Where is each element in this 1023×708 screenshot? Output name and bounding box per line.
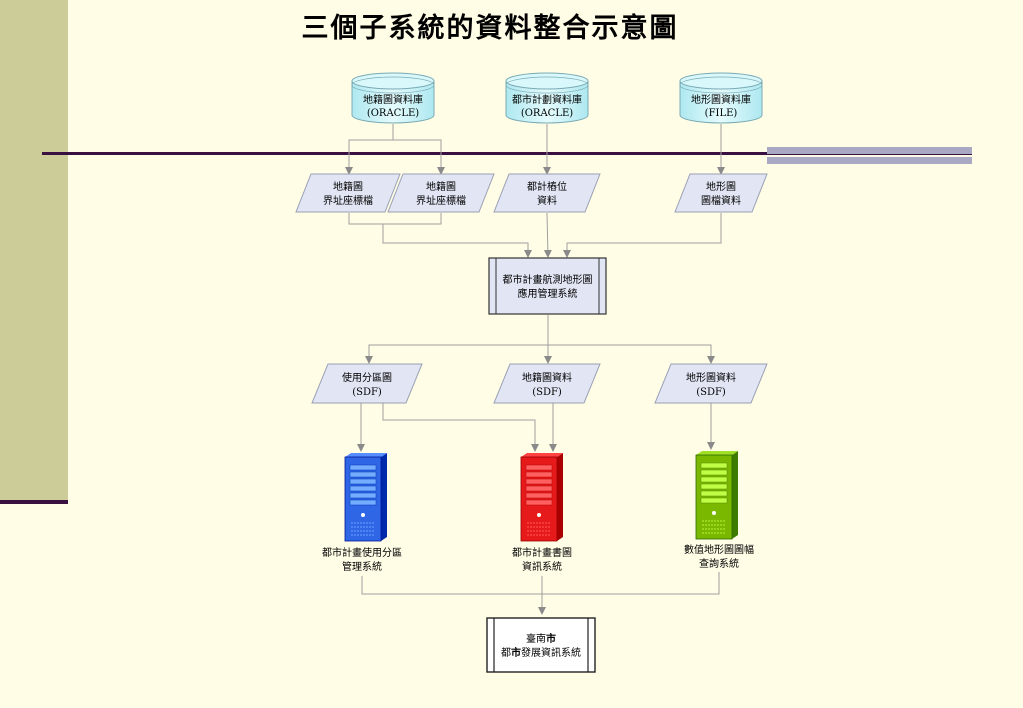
final-system-city-mark: 市 xyxy=(511,646,521,659)
connector-sdf1-to-server2 xyxy=(382,403,539,452)
data-file-sublabel: 界址座標檔 xyxy=(323,194,373,207)
data-file-parallelogram: 都計樁位 資料 xyxy=(493,173,601,213)
database-type: (ORACLE) xyxy=(367,108,419,119)
server-tower-icon xyxy=(520,453,563,542)
server-tower-icon xyxy=(695,451,738,540)
database-label: 地籍圖資料庫 xyxy=(363,93,423,106)
data-file-parallelogram: 地形圖 圖檔資料 xyxy=(674,173,768,213)
data-file-label: 地籍圖 xyxy=(426,180,456,193)
sdf-file-parallelogram: 地籍圖資料 (SDF) xyxy=(493,363,601,404)
sdf-file-label: 地形圖資料 xyxy=(686,371,736,384)
horizontal-divider xyxy=(42,152,972,155)
server-power-light xyxy=(712,511,716,515)
final-system-prefix: 都 xyxy=(501,647,511,659)
connector-db1-file2 xyxy=(393,139,445,175)
server-drive-bay xyxy=(525,492,553,499)
server-tower-icon xyxy=(344,453,387,542)
management-system-sublabel: 應用管理系統 xyxy=(518,287,578,300)
server-drive-bay xyxy=(525,471,553,478)
sdf-file-label: 使用分區圖 xyxy=(342,371,392,384)
database-label: 都市計劃資料庫 xyxy=(512,93,582,106)
server-power-light xyxy=(361,513,365,517)
data-file-sublabel: 資料 xyxy=(537,194,557,207)
connector-server1-to-final xyxy=(361,572,720,595)
database-cylinder: 地形圖資料庫 (FILE) xyxy=(679,72,763,124)
server-drive-bay xyxy=(525,499,553,506)
connector-file4-to-mgmt xyxy=(563,213,722,258)
sdf-file-format: (SDF) xyxy=(532,387,562,398)
final-system-label: 臺南市 xyxy=(526,632,556,645)
final-system-sublabel: 都市發展資訊系統 xyxy=(501,646,581,659)
sdf-file-format: (SDF) xyxy=(696,387,726,398)
data-file-sublabel: 界址座標檔 xyxy=(416,194,466,207)
management-system-box: 都市計畫航測地形圖 應用管理系統 xyxy=(488,257,607,315)
server-drive-bay xyxy=(525,478,553,485)
connector-mgmt-to-sdf3 xyxy=(548,344,715,364)
final-system-city-suffix: 市 xyxy=(546,632,556,645)
connector-mgmt-to-sdf-split xyxy=(365,315,549,364)
server-label: 都市計畫使用分區 xyxy=(322,546,402,559)
data-file-label: 地籍圖 xyxy=(333,180,363,193)
sdf-file-parallelogram: 使用分區圖 (SDF) xyxy=(311,363,423,404)
server-top-panel xyxy=(696,451,738,455)
database-type: (ORACLE) xyxy=(521,108,573,119)
server-drive-bay xyxy=(700,490,728,497)
database-cylinder: 都市計劃資料庫 (ORACLE) xyxy=(505,72,589,124)
connector-db1-file1 xyxy=(345,124,394,175)
server-drive-bay xyxy=(525,485,553,492)
connector-file3-to-mgmt xyxy=(543,212,552,258)
decorative-gray-bar-bottom xyxy=(767,157,972,164)
server-sublabel: 管理系統 xyxy=(342,560,382,573)
sdf-file-label: 地籍圖資料 xyxy=(522,371,572,384)
servers xyxy=(344,451,738,542)
server-drive-bay xyxy=(349,492,377,499)
connectors xyxy=(345,124,725,615)
server-power-light xyxy=(537,513,541,517)
final-system-box: 臺南市 都市發展資訊系統 xyxy=(486,617,596,673)
management-system-label: 都市計畫航測地形圖 xyxy=(503,273,593,286)
data-file-parallelogram: 地籍圖 界址座標檔 xyxy=(295,173,401,213)
server-drive-bay xyxy=(700,483,728,490)
server-side-panel xyxy=(557,453,563,541)
server-drive-bay xyxy=(700,469,728,476)
left-sidebar-rule xyxy=(0,500,68,504)
server-sublabel: 資訊系統 xyxy=(522,560,562,573)
decorative-gray-bar-top xyxy=(767,147,972,154)
server-drive-bay xyxy=(349,464,377,471)
server-side-panel xyxy=(732,451,738,539)
server-label: 都市計畫書圖 xyxy=(512,546,572,559)
server-sublabel: 查詢系統 xyxy=(699,557,739,570)
server-drive-bay xyxy=(700,476,728,483)
database-cylinder: 地籍圖資料庫 (ORACLE) xyxy=(351,72,435,124)
data-file-parallelogram: 地籍圖 界址座標檔 xyxy=(387,173,495,213)
server-label: 數值地形圖圖幅 xyxy=(684,543,754,556)
server-drive-bay xyxy=(349,478,377,485)
final-system-name: 發展資訊系統 xyxy=(521,646,581,659)
data-file-label: 都計樁位 xyxy=(527,180,567,193)
server-drive-bay xyxy=(525,464,553,471)
server-side-panel xyxy=(381,453,387,541)
data-file-sublabel: 圖檔資料 xyxy=(701,194,741,207)
server-drive-bay xyxy=(349,499,377,506)
database-type: (FILE) xyxy=(705,108,738,119)
server-drive-bay xyxy=(700,462,728,469)
connector-file1-merge xyxy=(348,213,442,225)
database-label: 地形圖資料庫 xyxy=(691,93,751,106)
connector-cadastral-to-mgmt xyxy=(382,224,532,258)
data-file-label: 地形圖 xyxy=(706,180,736,193)
server-drive-bay xyxy=(700,497,728,504)
page-title: 三個子系統的資料整合示意圖 xyxy=(301,13,679,44)
sdf-file-format: (SDF) xyxy=(352,387,382,398)
final-system-city: 臺南 xyxy=(526,632,546,645)
sdf-file-parallelogram: 地形圖資料 (SDF) xyxy=(654,363,768,404)
server-top-panel xyxy=(521,453,563,457)
server-drive-bay xyxy=(349,485,377,492)
server-top-panel xyxy=(345,453,387,457)
left-sidebar-band xyxy=(0,0,68,502)
server-drive-bay xyxy=(349,471,377,478)
